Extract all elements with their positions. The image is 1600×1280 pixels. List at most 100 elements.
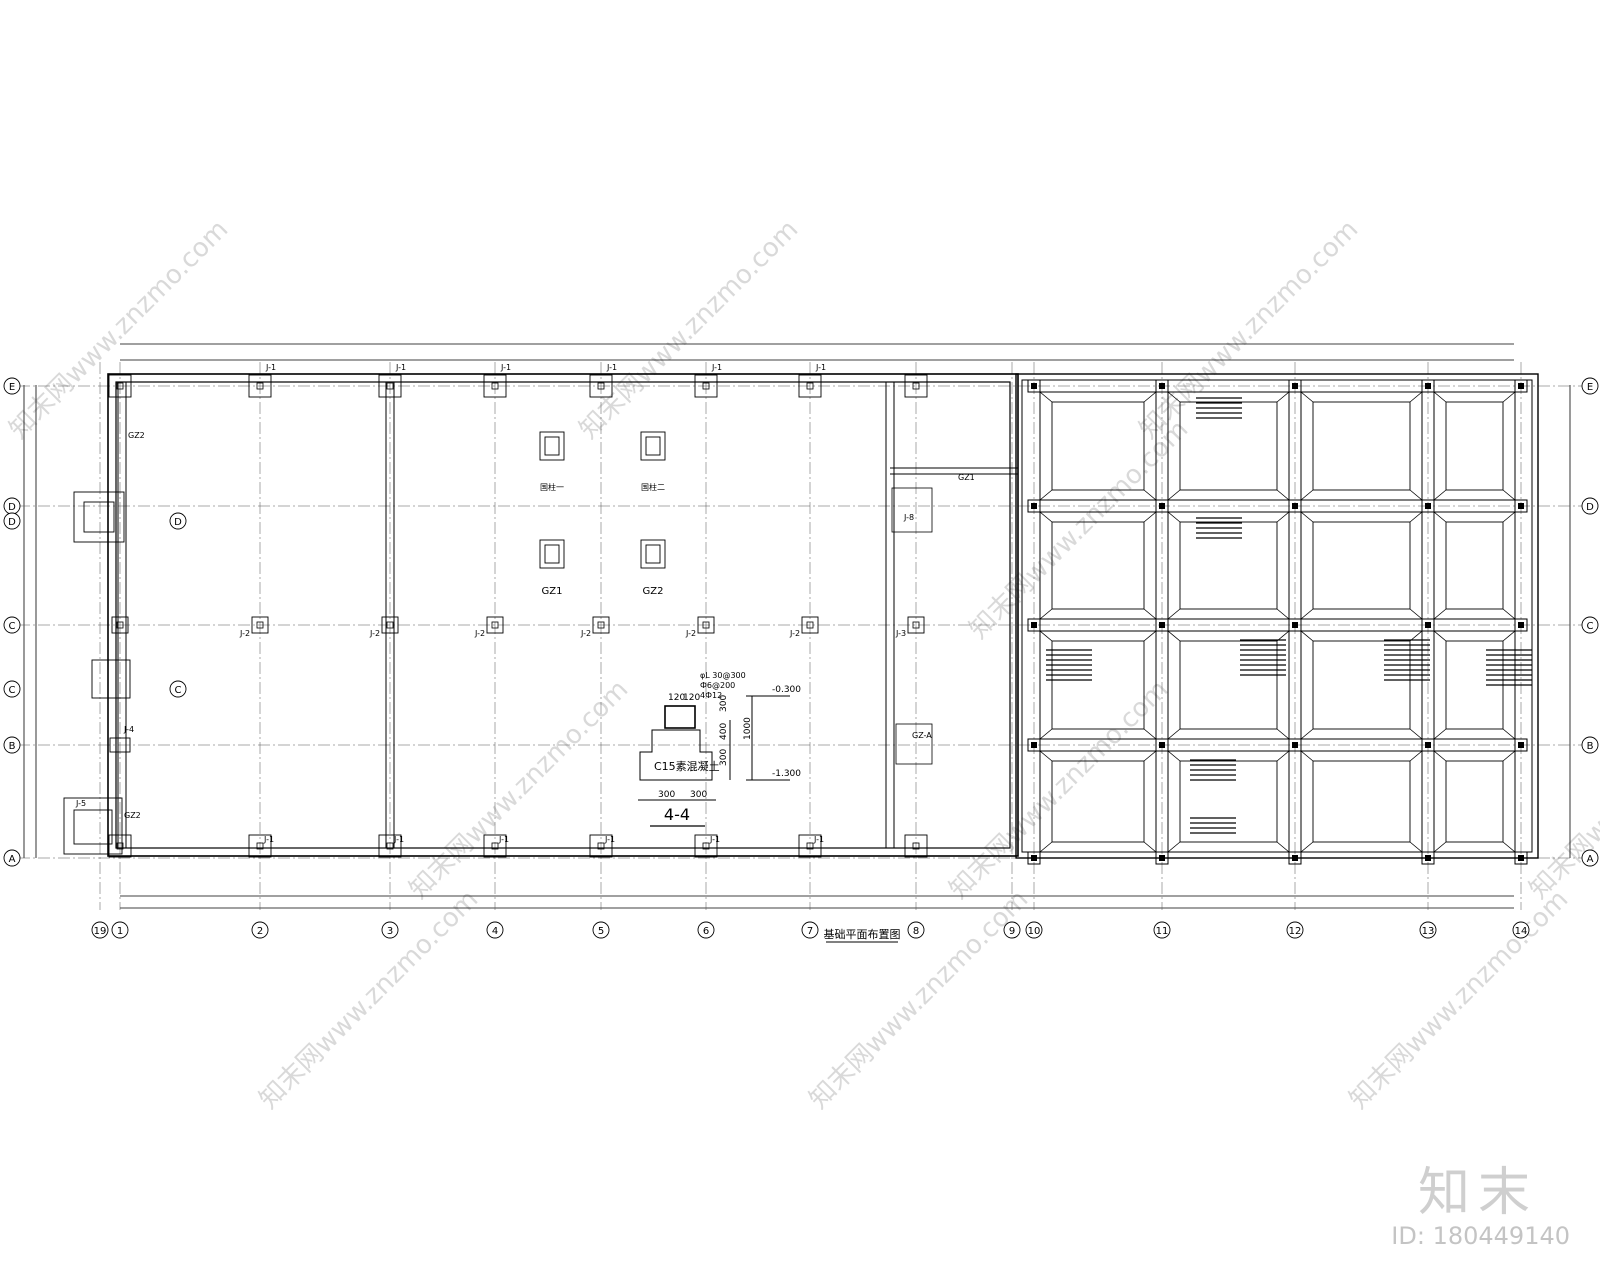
raft-cell-inner [1179, 521, 1278, 610]
raft-cell-corner [1039, 630, 1053, 642]
raft-cell-corner [1502, 511, 1516, 523]
axis-bubble-bottom-label: 4 [492, 926, 498, 937]
raft-cell-corner [1502, 841, 1516, 853]
raft-cell-corner [1143, 608, 1157, 620]
footing-bottom [904, 834, 928, 858]
raft-cell-corner [1433, 841, 1447, 853]
raft-cell-outer [1039, 630, 1157, 740]
axis-bubble-bottom [697, 921, 715, 939]
raft-column-node [1514, 618, 1528, 632]
footing-corner [108, 834, 132, 858]
axis-bubble-left-label: B [9, 741, 16, 752]
axis-bubble-left-sub-label: C [9, 685, 16, 696]
watermark-text: 知末网www.znzmo.com [404, 674, 635, 905]
axis-bubble-bottom-label: 12 [1289, 926, 1302, 937]
footing-bottom [798, 834, 822, 858]
axis-bubble-bottom-label: 8 [913, 926, 919, 937]
footing-top [694, 374, 718, 398]
raft-cell-corner [1276, 630, 1290, 642]
footing-mid [801, 616, 819, 634]
raft-cell-corner [1433, 511, 1447, 523]
raft-column-node [1288, 499, 1302, 513]
raft-cell-corner [1502, 489, 1516, 501]
footing-mid [486, 616, 504, 634]
raft-column-node [1027, 738, 1041, 752]
raft-cell-outer [1300, 391, 1423, 501]
footing-bottom-core [702, 842, 710, 850]
raft-column-core [1292, 742, 1298, 748]
raft-column-core [1031, 622, 1037, 628]
watermark-text: 知末网www.znzmo.com [804, 884, 1035, 1115]
footing-label-mid: J-2 [474, 629, 485, 638]
axis-bubble-bottom-label: 1 [117, 926, 123, 937]
raft-cell-outer [1300, 511, 1423, 620]
axis-bubble-bottom [381, 921, 399, 939]
footing-label-bottom: J-1 [263, 835, 274, 844]
raft-cell-corner [1167, 750, 1181, 762]
raft-cell-outer [1433, 391, 1516, 501]
raft-cell-corner [1039, 391, 1053, 403]
axis-bubble-bottom [907, 921, 925, 939]
raft-cell-inner [1051, 521, 1145, 610]
plan-title: 基础平面布置图 [824, 928, 901, 941]
axis-bubble-bottom-label: 6 [703, 926, 709, 937]
footing-mid-core [912, 621, 920, 629]
raft-cell-inner [1312, 521, 1411, 610]
axis-bubble-left-label: A [9, 854, 16, 865]
footing-label-mid: J-3 [895, 629, 906, 638]
raft-cell-corner [1276, 391, 1290, 403]
section-material: C15素混凝土 [654, 759, 720, 773]
footing-mid [111, 616, 129, 634]
raft-cell-outer [1167, 391, 1290, 501]
axis-bubble-right [1581, 497, 1599, 515]
raft-column-node [1155, 851, 1169, 865]
raft-cell-corner [1409, 728, 1423, 740]
raft-cell-corner [1143, 750, 1157, 762]
raft-cell-corner [1039, 511, 1053, 523]
footing-bottom-core [491, 842, 499, 850]
axis-bubble-inner [169, 512, 187, 530]
label-gz2-b: GZ2 [124, 811, 141, 820]
left-pits [63, 491, 131, 855]
footing-label-bottom: J-1 [498, 835, 509, 844]
raft-column-core [1159, 383, 1165, 389]
footing-mid [697, 616, 715, 634]
section-top-dim-1: 120 [668, 693, 685, 703]
raft-cell-corner [1300, 511, 1314, 523]
raft-column-core [1031, 383, 1037, 389]
raft-cell-inner [1051, 640, 1145, 730]
footing-top-core [806, 382, 814, 390]
axis-bubble-bottom-label: 11 [1156, 926, 1169, 937]
raft-column-core [1518, 855, 1524, 861]
axis-bubble-bottom-label: 19 [94, 926, 107, 937]
raft-column-node [1027, 618, 1041, 632]
axis-bubble-bottom [1153, 921, 1171, 939]
raft-cell-outer [1039, 750, 1157, 853]
raft-cell-inner [1312, 640, 1411, 730]
raft-cell-corner [1502, 728, 1516, 740]
footing-mid [251, 616, 269, 634]
footing-mid-core [386, 621, 394, 629]
raft-cell-corner [1039, 841, 1053, 853]
axis-bubble-bottom [1003, 921, 1021, 939]
label-gz1: GZ1 [958, 473, 975, 482]
footing-bottom-core [806, 842, 814, 850]
raft-column-node [1421, 499, 1435, 513]
axis-bubble-left-sub [3, 512, 21, 530]
raft-cell-corner [1167, 511, 1181, 523]
brand-logo: 知末 [1417, 1163, 1538, 1223]
raft-column-node [1027, 499, 1041, 513]
column-detail-sub-2: GZ2 [643, 586, 664, 597]
axis-bubble-bottom [1025, 921, 1043, 939]
axis-bubble-left-label: E [9, 382, 15, 393]
footing-label-mid: J-2 [789, 629, 800, 638]
axis-bubble-right [1581, 849, 1599, 867]
footing-top [904, 374, 928, 398]
raft-column-node [1514, 499, 1528, 513]
raft-cell-outer [1433, 750, 1516, 853]
axis-bubble-bottom [1419, 921, 1437, 939]
footing-mid-core [806, 621, 814, 629]
raft-column-node [1288, 379, 1302, 393]
